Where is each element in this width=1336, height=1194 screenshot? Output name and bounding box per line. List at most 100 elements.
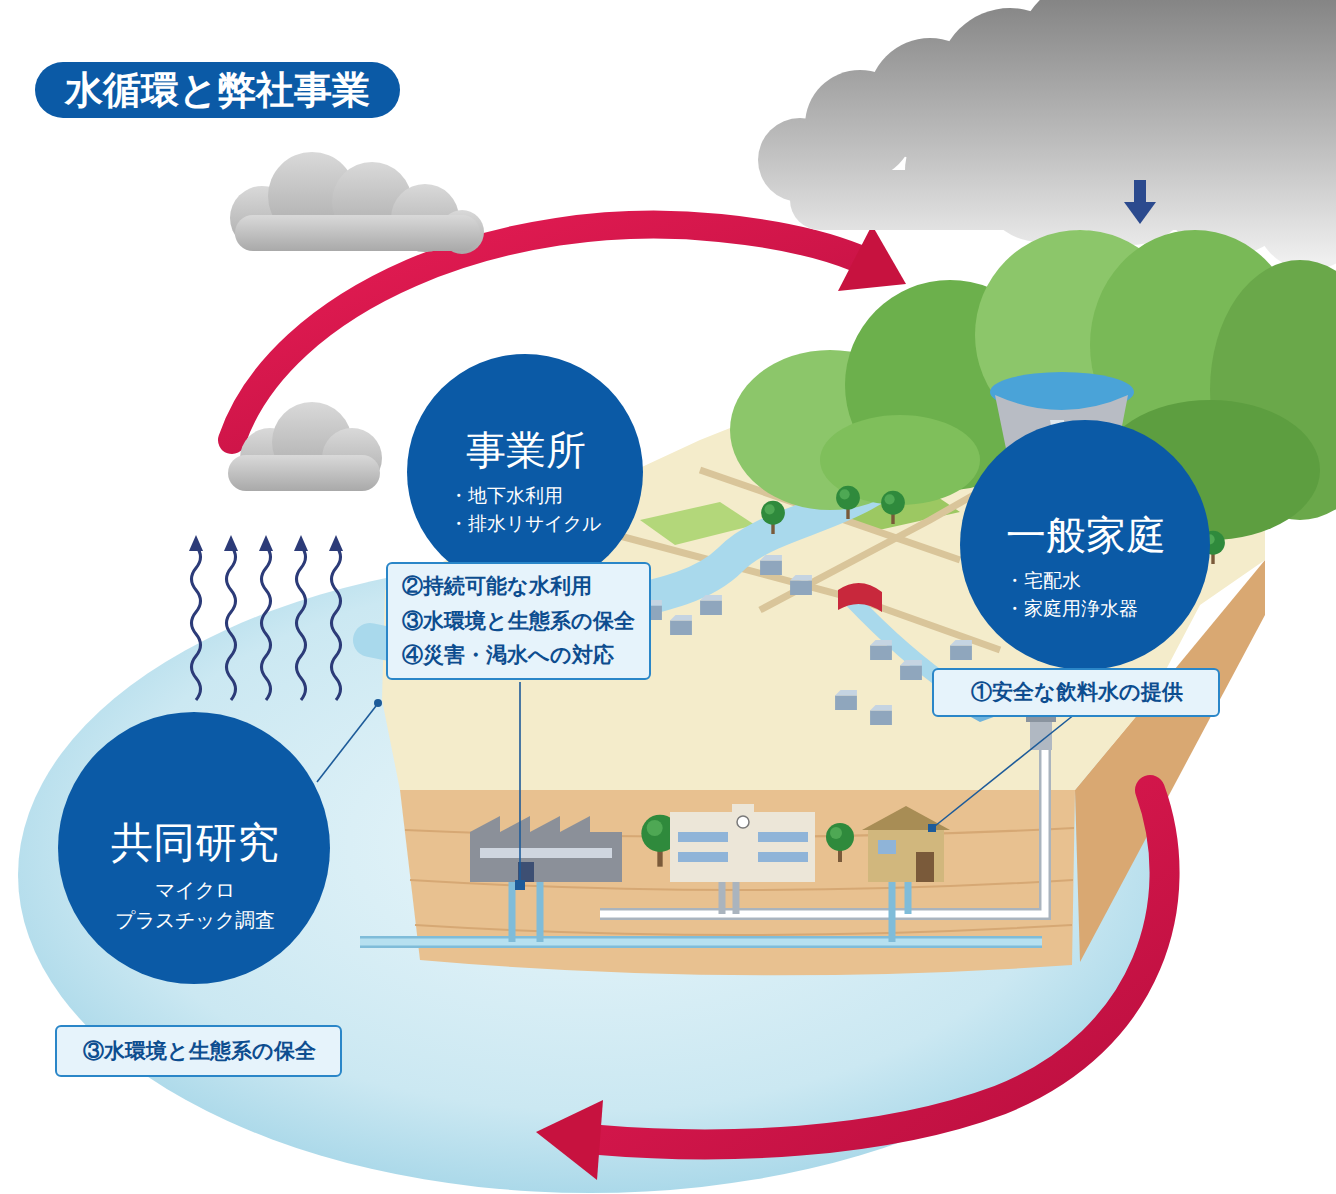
school-building [670, 804, 815, 882]
circle-heading: 共同研究 [107, 817, 283, 870]
trees [761, 501, 785, 534]
leader-lines [374, 699, 382, 707]
house-building [916, 852, 934, 882]
measure-box: ③水環境と生態系の保全 [55, 1025, 342, 1077]
evaporation-arrows [297, 546, 306, 700]
pipes [600, 750, 1045, 914]
evaporation-arrowheads [329, 535, 343, 551]
factory-building [470, 816, 622, 882]
pipes [600, 750, 1045, 914]
text-group: 事業所・地下水利用・排水リサイクル [449, 426, 602, 539]
town [870, 640, 892, 660]
circle-item: ・宅配水 [1005, 567, 1166, 596]
pipes [360, 750, 1045, 942]
site-circle: 事業所・地下水利用・排水リサイクル [407, 354, 643, 590]
evaporation-arrows [227, 546, 236, 700]
trees [826, 823, 854, 862]
house-building [878, 840, 896, 854]
circle-fill [58, 712, 330, 984]
leader-lines [928, 824, 936, 832]
evaporation-arrows [332, 546, 341, 700]
text-group: 一般家庭・宅配水・家庭用浄水器 [1005, 511, 1166, 624]
measure-item: ③水環境と生態系の保全 [82, 1034, 316, 1069]
rain-arrow [1124, 180, 1156, 224]
measure-item: ①安全な飲料水の提供 [970, 675, 1183, 710]
rain-cloud [758, 0, 1336, 270]
town [670, 615, 692, 635]
leader-lines [935, 714, 1075, 826]
measure-item: ②持続可能な水利用 [402, 569, 636, 604]
town [700, 595, 722, 615]
pipes [360, 936, 1042, 948]
research-circle: 共同研究マイクロ プラスチック調査 [58, 712, 330, 984]
town [790, 575, 812, 595]
rain-arrow [1134, 180, 1146, 204]
school-building [670, 812, 815, 882]
rain-arrow [1124, 202, 1156, 224]
measure-item: ③水環境と生態系の保全 [402, 604, 636, 639]
cycle-arrow-bottom [536, 790, 1165, 1180]
leader-lines [519, 682, 521, 880]
land [382, 395, 1265, 790]
town [900, 660, 922, 680]
circle-heading: 事業所 [449, 426, 602, 476]
evaporation-arrowheads [189, 535, 343, 551]
bridge [838, 583, 882, 612]
text-group: ②持続可能な水利用③水環境と生態系の保全④災害・渇水への対応 [402, 569, 636, 673]
town [835, 690, 857, 710]
measure-box: ①安全な飲料水の提供 [932, 668, 1220, 717]
town [640, 555, 972, 725]
pipes [892, 882, 908, 942]
evaporation-arrowheads [294, 535, 308, 551]
circle-item: ・家庭用浄水器 [1005, 595, 1166, 624]
evaporation-arrowheads [189, 535, 203, 551]
town [870, 705, 892, 725]
trees [881, 491, 905, 524]
school-building [678, 852, 728, 862]
trees [836, 486, 860, 519]
pipes [512, 882, 540, 942]
rain-cloud [790, 170, 1336, 230]
evaporation-arrowheads [224, 535, 238, 551]
house-building [862, 806, 950, 882]
trees [641, 486, 1225, 867]
school-building [758, 852, 808, 862]
school-building [678, 832, 728, 842]
text-group: ①安全な飲料水の提供 [970, 675, 1183, 710]
school-building [737, 816, 749, 828]
left-cloud [228, 402, 382, 491]
house-building [868, 828, 944, 882]
factory-building [480, 848, 612, 858]
circle-heading: 一般家庭 [1005, 511, 1166, 561]
house-building [862, 806, 950, 830]
small-cloud [235, 215, 480, 251]
leader-lines [515, 880, 525, 890]
evaporation-arrows [192, 546, 341, 700]
evaporation-arrowheads [259, 535, 273, 551]
text-group: 共同研究マイクロ プラスチック調査 [107, 817, 283, 936]
title-pill: 水循環と弊社事業 [35, 62, 400, 118]
cycle-arrow-bottom [536, 1100, 603, 1180]
town [760, 555, 782, 575]
pipes [360, 939, 1042, 946]
small-cloud [230, 152, 484, 254]
left-cloud [228, 455, 380, 491]
household-circle: 一般家庭・宅配水・家庭用浄水器 [960, 420, 1210, 670]
circle-item: マイクロ プラスチック調査 [107, 875, 282, 935]
leader-lines [317, 706, 376, 782]
measure-box: ②持続可能な水利用③水環境と生態系の保全④災害・渇水への対応 [386, 562, 651, 680]
town [950, 640, 972, 660]
pipes [722, 882, 736, 914]
factory-building [470, 816, 622, 882]
cycle-arrow-top [838, 225, 906, 291]
circle-fill [407, 354, 643, 590]
circle-item: ・排水リサイクル [449, 510, 602, 539]
cycle-arrow-bottom [600, 790, 1165, 1144]
school-building [732, 804, 754, 816]
measure-item: ④災害・渇水への対応 [402, 638, 636, 673]
evaporation-arrows [262, 546, 271, 700]
circle-fill [960, 420, 1210, 670]
school-building [758, 832, 808, 842]
circle-item: ・地下水利用 [449, 482, 602, 511]
